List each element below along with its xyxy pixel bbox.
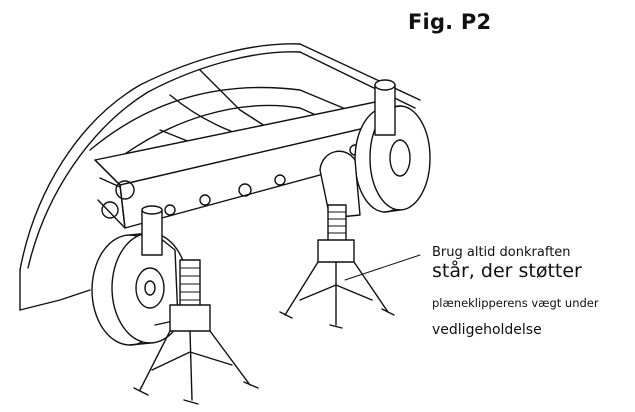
figure-title: Fig. P2	[408, 10, 492, 34]
left-caster-post	[142, 206, 162, 255]
caption-line-2: står, der støtter	[432, 260, 582, 282]
left-wheel	[92, 230, 188, 345]
caption-line-1: Brug altid donkraften	[432, 245, 571, 260]
right-jack-stand	[280, 205, 394, 328]
caption-leader-line	[345, 255, 420, 280]
caption-line-4: vedligeholdelse	[432, 322, 542, 338]
left-jack-stand	[134, 260, 258, 404]
caption-line-3: plæneklipperens vægt under	[432, 296, 599, 310]
right-caster-post	[320, 80, 395, 218]
